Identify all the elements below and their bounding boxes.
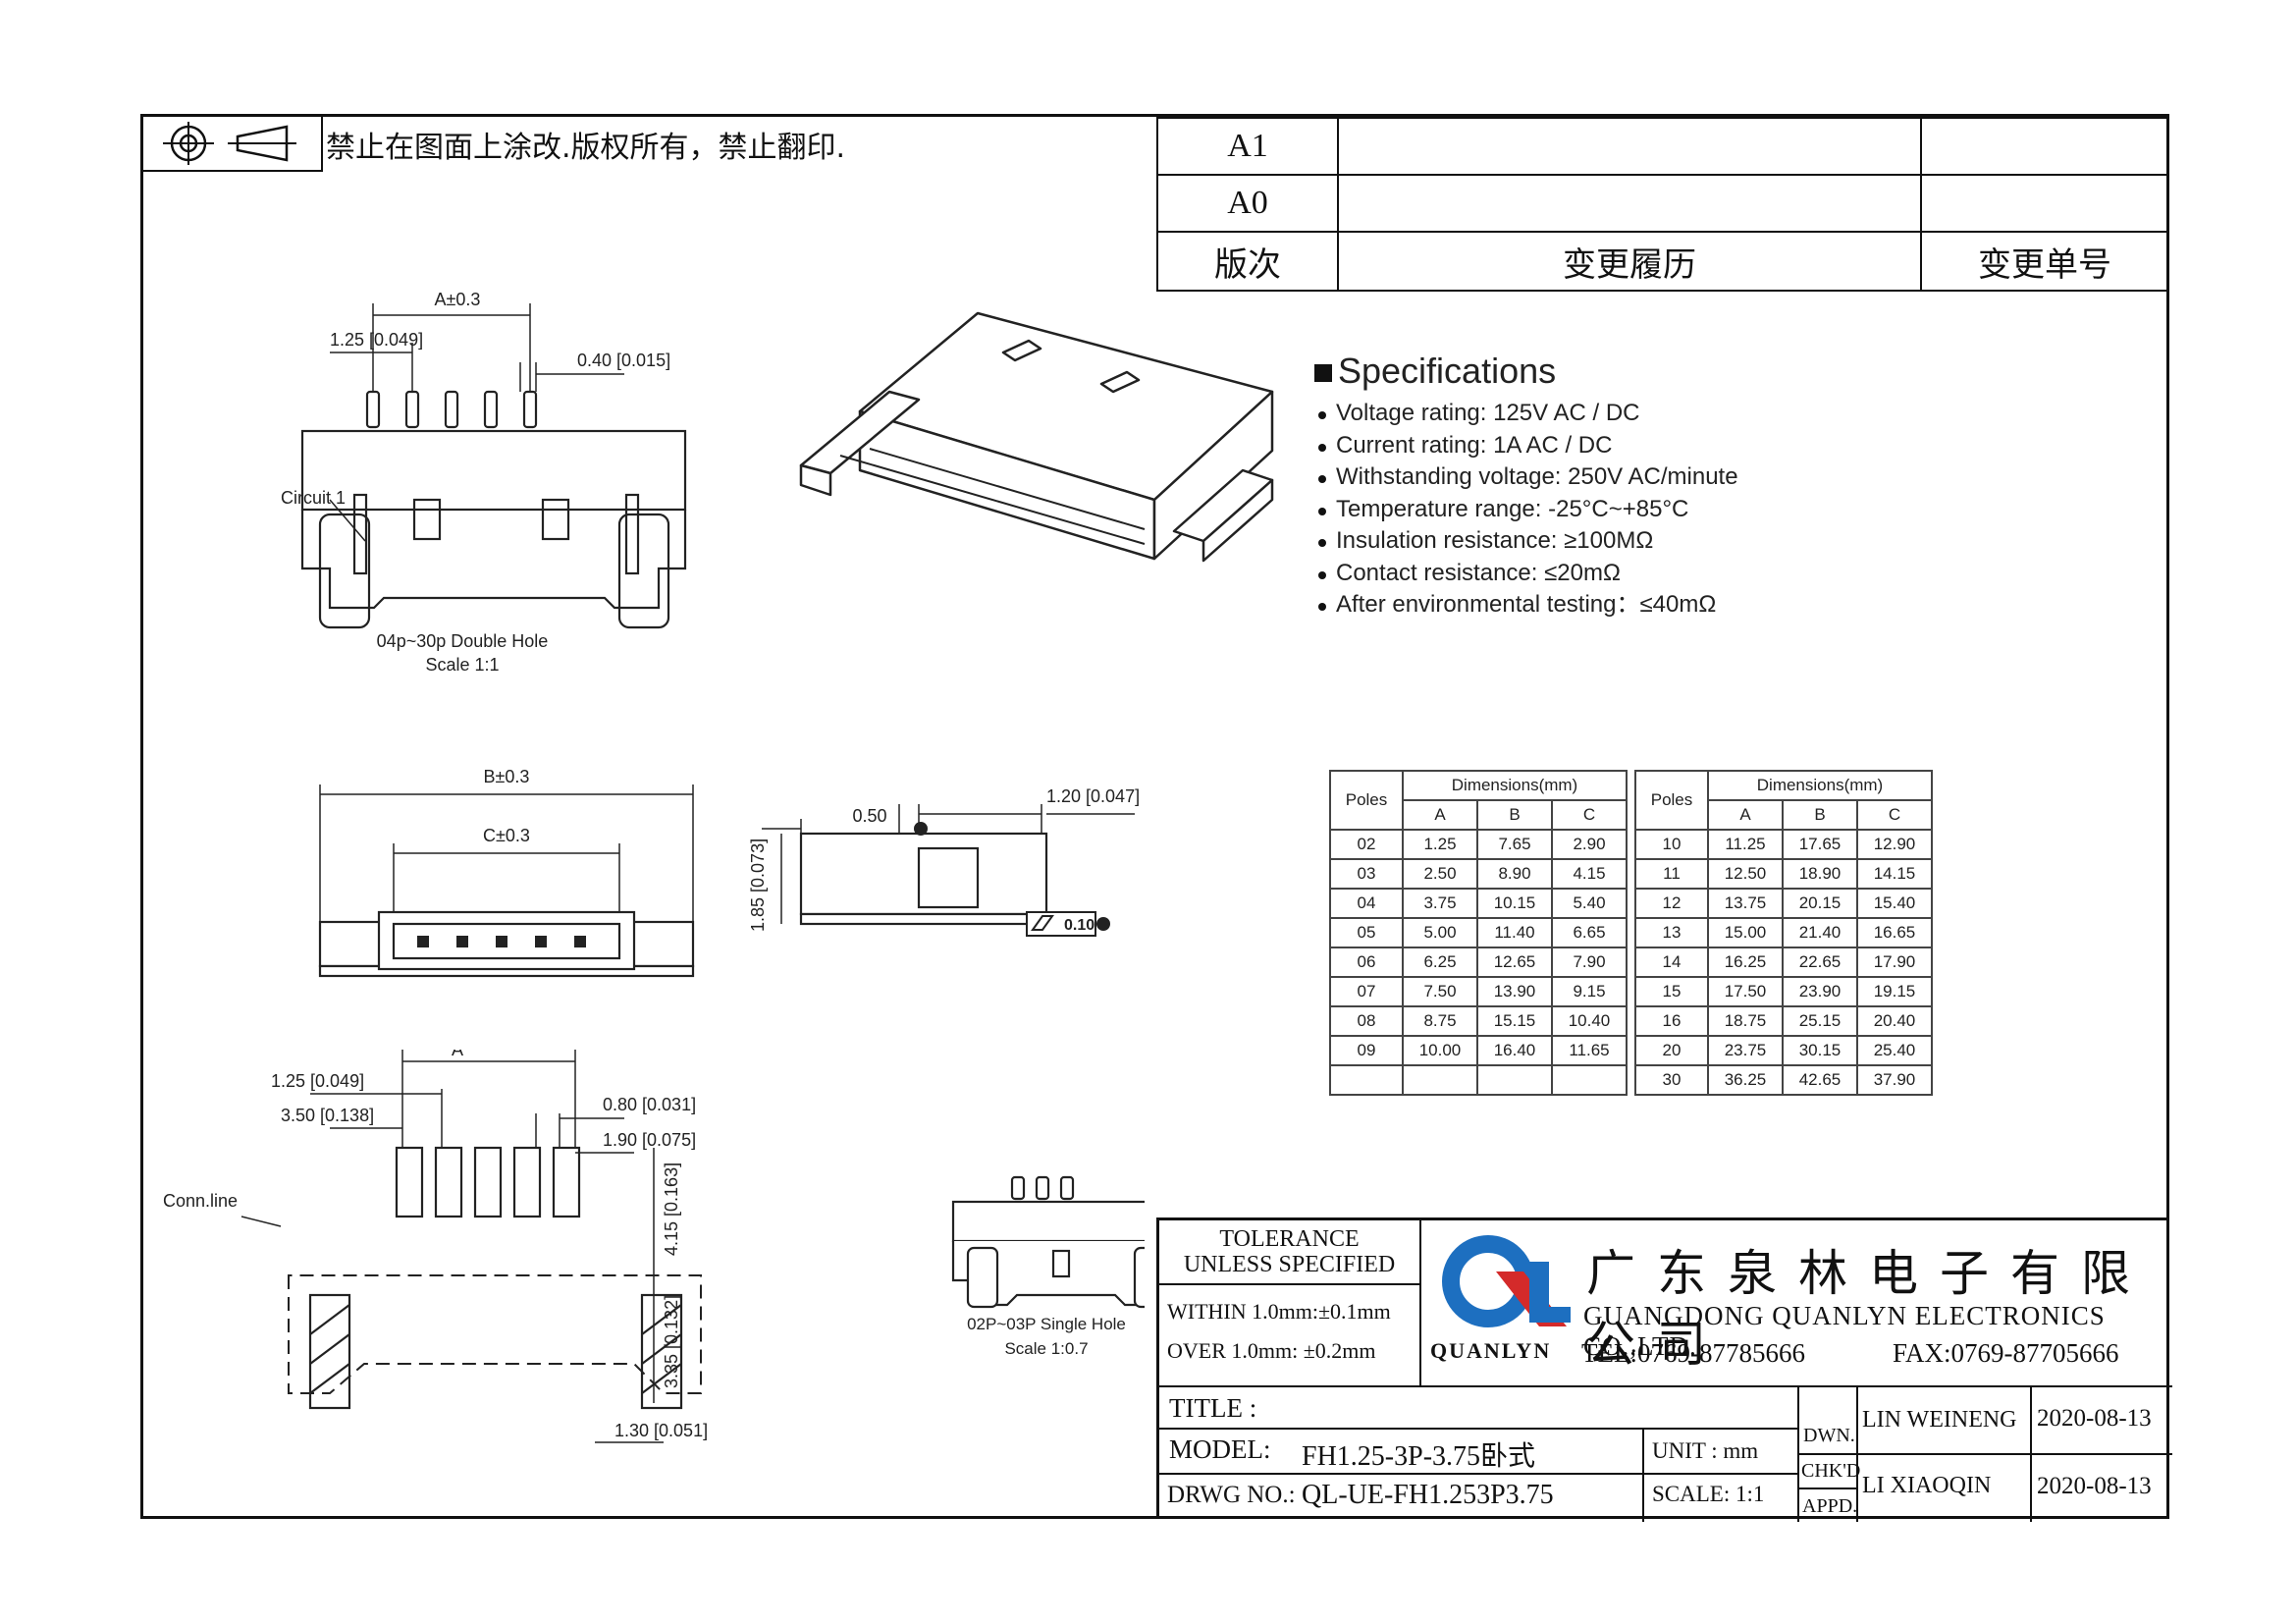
pcb-pitch-label: 1.25 [0.049] [271,1071,364,1091]
chkd-label: CHK'D [1801,1460,1861,1482]
datum-dot-icon [914,822,928,836]
checked-by: LI XIAOQIN [1862,1473,1992,1498]
projection-box [143,117,323,172]
spec-item: Current rating: 1A AC / DC [1318,430,1923,462]
top-view-drawing: A±0.3 1.25 [0.049] 0.40 [0.015] Circuit … [281,290,687,675]
copyright-notice: 禁止在图面上涂改.版权所有，禁止翻印. [326,131,846,165]
appd-label: APPD. [1802,1495,1858,1517]
drwg-value: QL-UE-FH1.253P3.75 [1302,1480,1554,1510]
single-hole-view-drawing: 02P~03P Single Hole Scale 1:0.7 [951,1175,1145,1358]
scale-label: SCALE: 1:1 [1652,1482,1765,1506]
company-tel: TEL:0769-87785666 [1581,1338,1805,1368]
top-view-scale: Scale 1:1 [425,655,499,675]
dim-a-label: A±0.3 [435,290,481,309]
bullet-square-icon [1314,364,1332,383]
pcb-190-label: 1.90 [0.075] [603,1130,696,1150]
revision-table: A1 A0 版次变更履历变更单号 [1156,117,2169,292]
company-name-cn: 广东泉林电子有限公司 [1586,1245,2152,1373]
spec-item: Insulation resistance: ≥100MΩ [1318,525,1923,558]
pcb-415-label: 4.15 [0.163] [662,1163,681,1256]
table-row [1329,1064,1628,1096]
tolerance-within: WITHIN 1.0mm:±0.1mm [1167,1299,1391,1324]
quanlyn-logo-icon [1442,1235,1571,1327]
spec-item: Withstanding voltage: 250V AC/minute [1318,461,1923,494]
dim-120-label: 1.20 [0.047] [1046,786,1140,806]
single-hole-scale: Scale 1:0.7 [1004,1339,1088,1358]
checked-date: 2020-08-13 [2037,1473,2152,1499]
dim-b-label: B±0.3 [484,767,530,786]
pcb-350-label: 3.50 [0.138] [281,1106,374,1125]
isometric-view-drawing [799,311,1274,563]
specifications-panel: Specifications Voltage rating: 125V AC /… [1314,351,1923,622]
drawing-sheet: 禁止在图面上涂改.版权所有，禁止翻印. A1 A0 版次变更履历变更单号 [140,114,2172,1522]
drawn-by: LIN WEINENG [1862,1407,2017,1433]
pcb-layout-drawing: A 1.25 [0.049] 3.50 [0.138] 0.80 [0.031]… [163,1050,708,1443]
top-view-caption: 04p~30p Double Hole [377,631,549,651]
single-hole-caption: 02P~03P Single Hole [967,1315,1126,1333]
flatness-icon [1031,915,1054,931]
rev-a1: A1 [1156,117,1339,176]
dwn-label: DWN. [1803,1425,1855,1446]
unit-label: UNIT : mm [1652,1438,1759,1463]
pcb-080-label: 0.80 [0.031] [603,1095,696,1114]
spec-item: Temperature range: -25°C~+85°C [1318,494,1923,526]
circuit-label: Circuit 1 [281,488,346,508]
flatness-value: 0.10 [1064,917,1095,934]
spec-item: Contact resistance: ≤20mΩ [1318,558,1923,590]
pin-width-label: 0.40 [0.015] [577,351,670,370]
projection-symbol-icon [163,122,296,165]
model-value: FH1.25-3P-3.75卧式 [1302,1441,1536,1472]
dim-050-label: 0.50 [852,806,886,826]
pcb-335-label: 3.35 [0.132] [662,1295,681,1388]
rev-header: 版次 [1156,231,1339,292]
conn-line-label: Conn.line [163,1191,238,1211]
company-name-en: GUANGDONG QUANLYN ELECTRONICS CO.,LTD. [1583,1301,2106,1361]
dim-c-label: C±0.3 [483,826,530,845]
model-label: MODEL: [1169,1434,1271,1464]
rev-a0: A0 [1156,174,1339,233]
specifications-title: Specifications [1314,351,1923,392]
title-label: TITLE : [1169,1393,1257,1423]
pcb-130-label: 1.30 [0.051] [614,1421,708,1440]
company-fax: FAX:0769-87705666 [1893,1338,2119,1368]
pcb-dim-a-label: A [452,1050,463,1059]
brand-name: QUANLYN [1430,1338,1552,1363]
spec-item: After environmental testing：≤40mΩ [1318,589,1923,622]
side-view-drawing: 0.50 1.20 [0.047] 0.10 1.85 [0.073] [748,786,1140,937]
front-view-drawing: B±0.3 C±0.3 [318,767,695,978]
spec-item: Voltage rating: 125V AC / DC [1318,398,1923,430]
dim-185-label: 1.85 [0.073] [748,839,768,932]
drawn-date: 2020-08-13 [2037,1405,2152,1432]
drwg-label: DRWG NO.: [1167,1482,1296,1508]
pitch-label: 1.25 [0.049] [330,330,423,350]
tolerance-over: OVER 1.0mm: ±0.2mm [1167,1338,1376,1363]
